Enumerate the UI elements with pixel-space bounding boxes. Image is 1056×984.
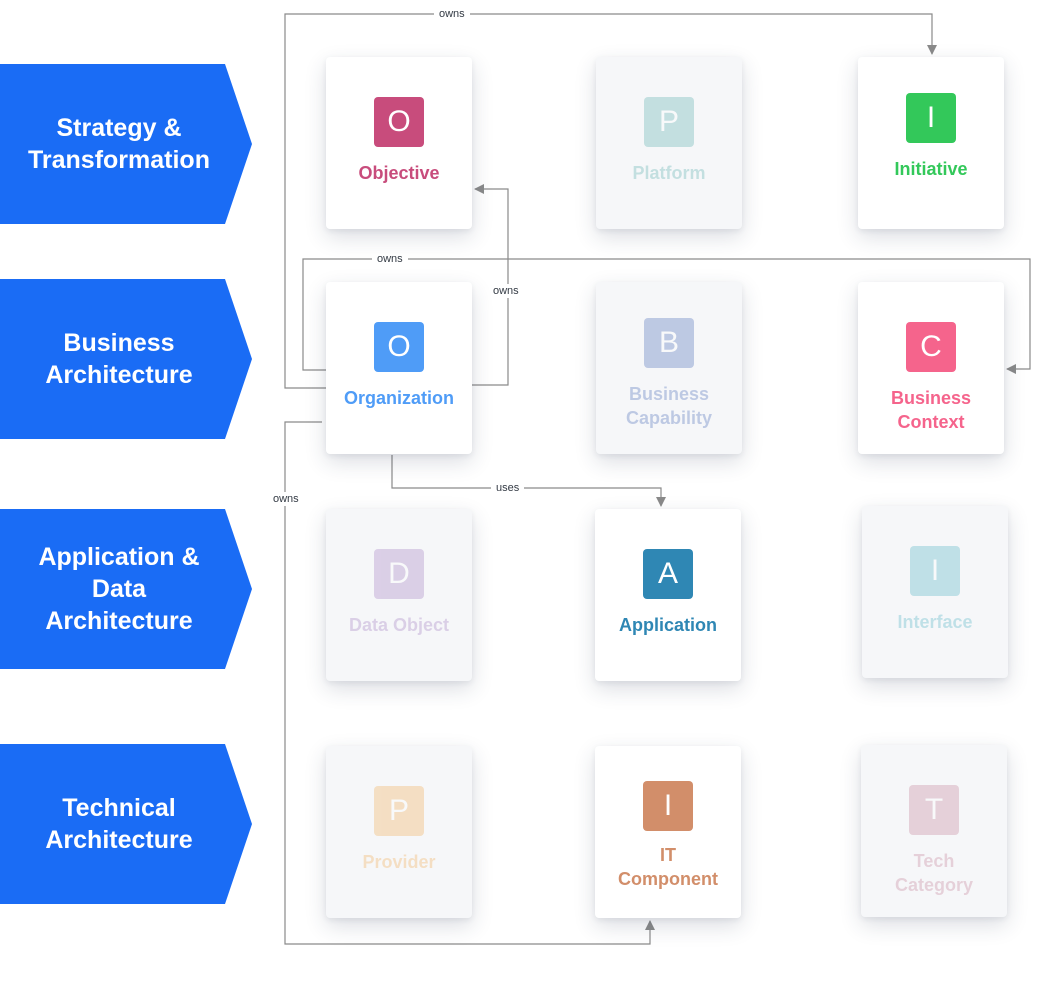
card-business-context[interactable]: C Business Context	[858, 282, 1004, 454]
card-business-capability[interactable]: B Business Capability	[596, 282, 742, 454]
edge-label-uses: uses	[491, 481, 525, 495]
objective-icon: O	[374, 97, 424, 147]
card-initiative[interactable]: I Initiative	[858, 57, 1004, 229]
lane-chevron-shape	[0, 744, 252, 904]
business-context-icon: C	[906, 322, 956, 372]
card-label: Business Context	[890, 388, 972, 432]
card-label: Organization	[343, 388, 454, 408]
card-data-object[interactable]: D Data Object	[326, 509, 472, 681]
card-interface[interactable]: I Interface	[862, 506, 1008, 678]
organization-icon: O	[374, 322, 424, 372]
initiative-icon: I	[906, 93, 956, 143]
application-icon: A	[643, 549, 693, 599]
lane-chevron-shape	[0, 509, 252, 669]
card-platform[interactable]: P Platform	[596, 57, 742, 229]
card-label: IT Component	[618, 845, 718, 889]
data-object-icon: D	[374, 549, 424, 599]
card-organization[interactable]: O Organization	[326, 282, 472, 454]
lane-label: Application & Data Architecture	[38, 543, 200, 635]
card-label: Platform	[632, 163, 706, 183]
card-label: Provider	[362, 852, 436, 872]
provider-icon: P	[374, 786, 424, 836]
lane-application-data-architecture: Application & Data Architecture	[0, 509, 252, 669]
lane-label: Technical Architecture	[45, 794, 193, 854]
it-component-icon: I	[643, 781, 693, 831]
card-label: Interface	[897, 612, 973, 632]
card-label: Data Object	[348, 615, 450, 635]
card-objective[interactable]: O Objective	[326, 57, 472, 229]
lane-chevron-shape	[0, 64, 252, 224]
edge-label-owns: owns	[488, 284, 524, 298]
edge-organization-application[interactable]	[391, 455, 666, 507]
edge-label-owns: owns	[372, 252, 408, 266]
edge-label-owns: owns	[268, 492, 304, 506]
platform-icon: P	[644, 97, 694, 147]
tech-category-icon: T	[909, 785, 959, 835]
lane-label: Strategy & Transformation	[28, 114, 210, 174]
card-it-component[interactable]: I IT Component	[595, 746, 741, 918]
business-capability-icon: B	[644, 318, 694, 368]
lane-strategy-transformation: Strategy & Transformation	[0, 64, 252, 224]
card-tech-category[interactable]: T Tech Category	[861, 745, 1007, 917]
lane-label: Business Architecture	[45, 329, 193, 389]
lane-business-architecture: Business Architecture	[0, 279, 252, 439]
card-label: Tech Category	[894, 851, 974, 895]
edge-label-owns: owns	[434, 7, 470, 21]
card-label: Business Capability	[625, 384, 713, 428]
card-label: Initiative	[894, 159, 968, 179]
card-label: Objective	[358, 163, 440, 183]
card-application[interactable]: A Application	[595, 509, 741, 681]
lane-technical-architecture: Technical Architecture	[0, 744, 252, 904]
card-label: Application	[619, 615, 717, 635]
interface-icon: I	[910, 546, 960, 596]
card-provider[interactable]: P Provider	[326, 746, 472, 918]
lane-chevron-shape	[0, 279, 252, 439]
